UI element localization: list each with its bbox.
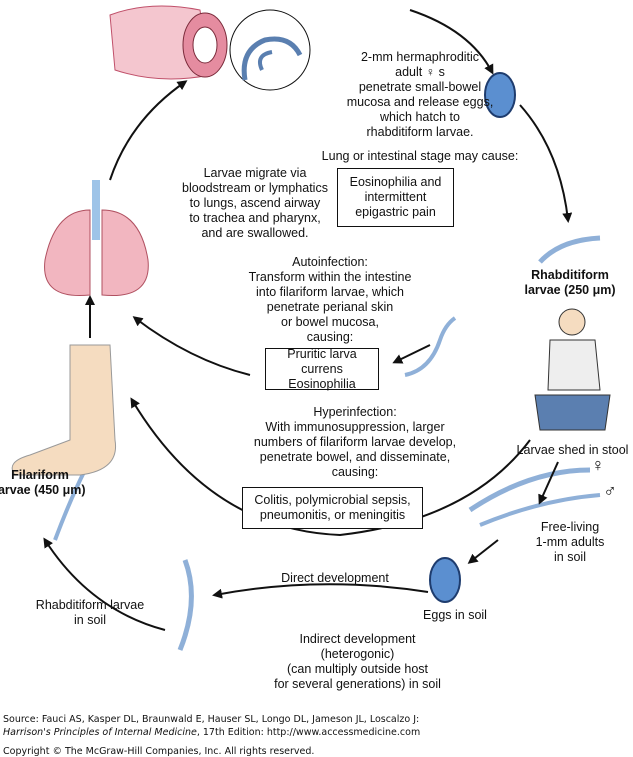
magnified-adult-circle xyxy=(229,9,311,91)
indirect-development-text: Indirect development (heterogonic) (can … xyxy=(274,632,441,691)
female-adult-icon xyxy=(468,467,591,513)
male-symbol: ♂ xyxy=(603,481,617,501)
free-living-text: Free-living 1-mm adults in soil xyxy=(535,520,605,564)
book-title: Harrison's Principles of Internal Medici… xyxy=(3,727,197,738)
autoinfection-text: Autoinfection: Transform within the inte… xyxy=(248,255,412,344)
hyperinfection-box: Colitis, polymicrobial sepsis, pneumonit… xyxy=(242,487,423,529)
hyperinfection-text: Hyperinfection: With immunosuppression, … xyxy=(253,405,457,479)
copyright: Copyright © The McGraw-Hill Companies, I… xyxy=(3,746,315,757)
rhabditiform-larva-icon xyxy=(538,235,601,264)
intestine-illustration xyxy=(109,5,228,80)
lung-stage-box: Eosinophilia and intermittent epigastric… xyxy=(337,168,454,227)
rhabditiform-label: Rhabditiform larvae (250 μm) xyxy=(524,268,616,297)
egg-icon xyxy=(484,72,516,118)
foot-illustration xyxy=(11,344,117,476)
person-on-toilet-illustration xyxy=(534,308,611,431)
autoinfection-box: Pruritic larva currens Eosinophilia xyxy=(265,347,379,391)
filariform-larva-icon xyxy=(404,316,457,377)
source-line-2: Harrison's Principles of Internal Medici… xyxy=(3,727,420,739)
direct-development-text: Direct development xyxy=(281,571,389,585)
soil-larva-icon xyxy=(177,559,194,651)
lung-stage-text: Lung or intestinal stage may cause: xyxy=(321,149,519,163)
eggs-soil-text: Eggs in soil xyxy=(423,608,487,622)
cycle-arrows xyxy=(43,9,573,631)
source-line-1: Source: Fauci AS, Kasper DL, Braunwald E… xyxy=(3,714,420,725)
migration-text: Larvae migrate via bloodstream or lympha… xyxy=(182,166,328,240)
egg-in-soil-icon xyxy=(429,557,461,603)
filariform-soil-larva-icon xyxy=(53,469,87,541)
male-adult-icon xyxy=(479,493,601,527)
filariform-label: Filariform larvae (450 μm) xyxy=(0,468,86,497)
rhabditiform-soil-text: Rhabditiform larvae in soil xyxy=(35,598,145,627)
lungs-illustration xyxy=(44,180,149,297)
stool-text: Larvae shed in stool xyxy=(516,443,629,457)
adult-worm-icon xyxy=(241,36,303,81)
adults-intestine-text: 2-mm hermaphroditic adult ♀ s penetrate … xyxy=(346,50,494,139)
female-symbol: ♀ xyxy=(591,455,605,475)
source-edition-url: , 17th Edition: http://www.accessmedicin… xyxy=(196,727,421,738)
